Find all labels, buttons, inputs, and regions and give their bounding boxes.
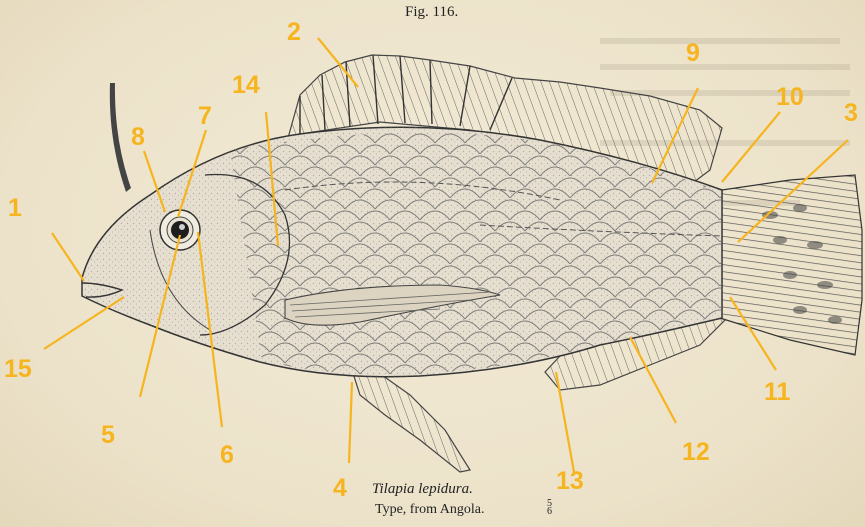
callout-9: 9 [686,41,700,66]
callout-3: 3 [844,101,858,126]
callout-4: 4 [333,476,347,501]
callout-15: 15 [4,357,32,382]
callout-13: 13 [556,469,584,494]
fish-eye [160,210,200,250]
pelvic-fin [352,368,470,472]
type-caption: Type, from Angola. [375,502,484,518]
scale-fraction: 5 6 [547,500,552,516]
callout-6: 6 [220,443,234,468]
callout-8: 8 [131,125,145,150]
caudal-fin [720,175,862,355]
spine-sketch [110,83,131,192]
callout-12: 12 [682,440,710,465]
callout-2: 2 [287,20,301,45]
callout-14: 14 [232,73,260,98]
figure-title: Fig. 116. [405,4,458,21]
callout-5: 5 [101,423,115,448]
callout-1: 1 [8,196,22,221]
callout-7: 7 [198,104,212,129]
callout-10: 10 [776,85,804,110]
callout-11: 11 [764,380,790,405]
species-caption: Tilapia lepidura. [372,481,473,498]
scale-denominator: 6 [547,508,552,516]
